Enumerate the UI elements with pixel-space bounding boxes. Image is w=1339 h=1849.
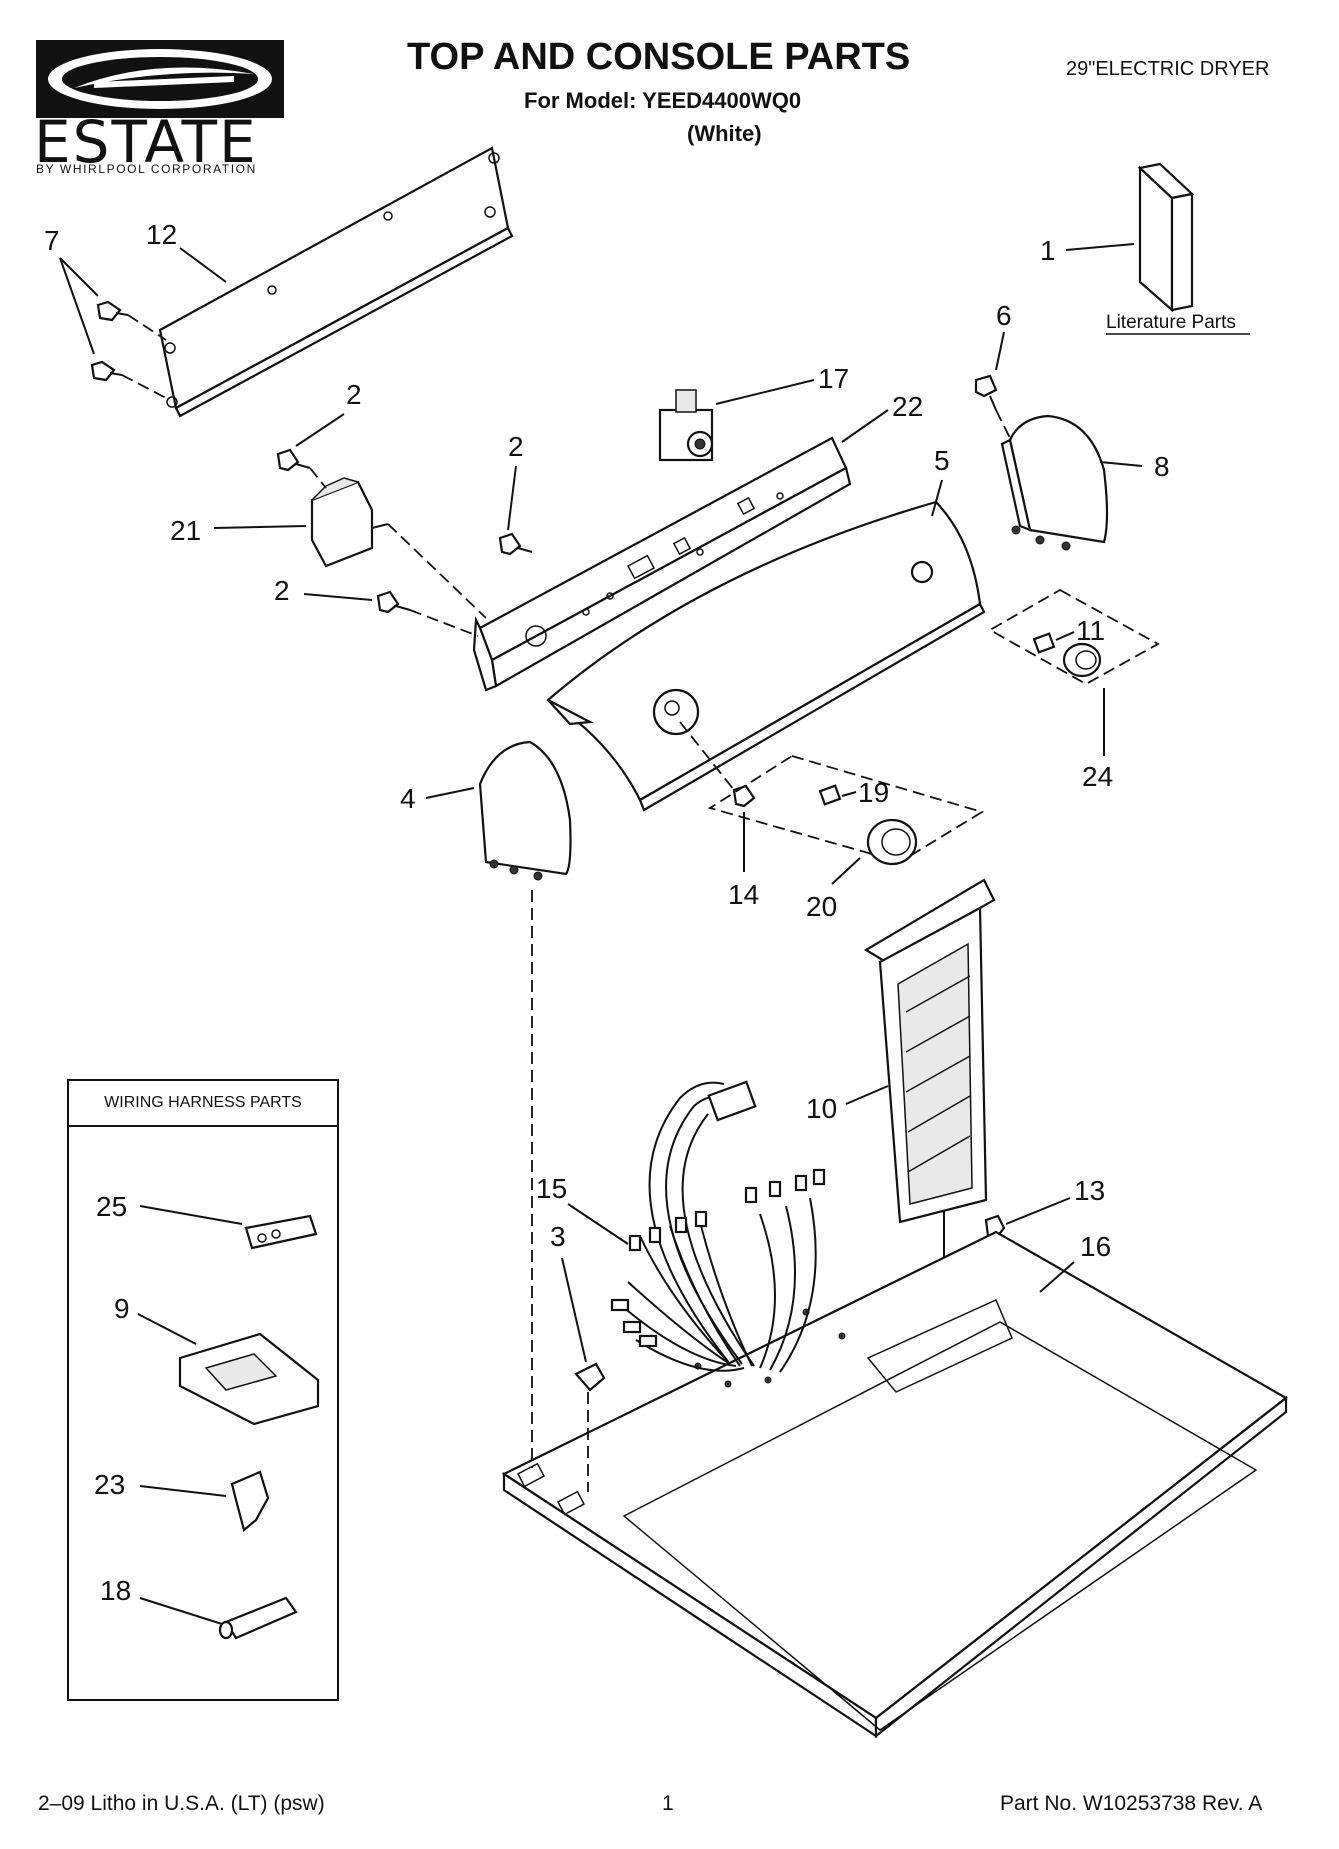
brand-byline: BY WHIRLPOOL CORPORATION [36, 162, 257, 176]
screw-2-c [376, 590, 411, 614]
knob-insert-11 [1032, 632, 1056, 654]
callout-3: 3 [550, 1221, 587, 1363]
brand-logo: ESTATE BY WHIRLPOOL CORPORATION [34, 38, 286, 178]
screw-7-lower [90, 360, 123, 382]
svg-text:2: 2 [274, 575, 290, 606]
callout-22: 22 [841, 391, 923, 443]
clip-23 [230, 1470, 270, 1532]
harness-clip-3 [574, 1362, 606, 1392]
harness-parts-box [67, 1079, 339, 1701]
callout-2-c: 2 [274, 575, 373, 606]
harness-box-title: WIRING HARNESS PARTS [104, 1094, 302, 1111]
svg-text:6: 6 [996, 300, 1012, 331]
console-housing [546, 500, 986, 812]
screw-14 [732, 784, 756, 808]
connector-25 [244, 1214, 318, 1250]
callout-2-a: 2 [295, 379, 362, 447]
callout-6: 6 [995, 300, 1012, 371]
callout-4: 4 [400, 783, 475, 814]
rear-console-panel [158, 146, 514, 418]
part-number: Part No. W10253738 Rev. A [1000, 1792, 1263, 1815]
svg-text:5: 5 [934, 445, 950, 476]
svg-text:4: 4 [400, 783, 416, 814]
screw-2-a [276, 448, 311, 472]
callout-9: 9 [114, 1293, 197, 1345]
callout-13: 13 [1005, 1175, 1105, 1225]
knob-insert-19 [818, 784, 842, 806]
callout-18: 18 [100, 1575, 223, 1625]
color-line: (White) [687, 121, 762, 146]
callout-23: 23 [94, 1469, 227, 1500]
svg-text:13: 13 [1074, 1175, 1105, 1206]
svg-text:18: 18 [100, 1575, 131, 1606]
svg-text:19: 19 [858, 777, 889, 808]
callout-5: 5 [931, 445, 950, 517]
literature-book [1137, 162, 1195, 313]
left-end-cap [478, 740, 572, 881]
page-title: TOP AND CONSOLE PARTS [407, 36, 911, 78]
lint-screen [863, 878, 996, 1224]
callout-12: 12 [146, 219, 227, 283]
product-type: 29"ELECTRIC DRYER [1066, 58, 1270, 80]
callout-20: 20 [806, 857, 861, 922]
knob-group-left [707, 755, 985, 863]
right-end-cap [1000, 414, 1109, 551]
timer-motor [310, 477, 389, 568]
svg-text:3: 3 [550, 1221, 566, 1252]
screw-6 [974, 374, 998, 411]
svg-text:25: 25 [96, 1191, 127, 1222]
screw-2-b [498, 532, 533, 556]
callout-1: 1 [1040, 235, 1135, 266]
brand-wordmark: ESTATE [34, 108, 258, 176]
callout-8: 8 [1099, 451, 1170, 482]
svg-text:7: 7 [44, 225, 60, 256]
swoosh-emblem [36, 40, 284, 118]
literature-label: Literature Parts [1106, 312, 1236, 333]
svg-text:11: 11 [1076, 615, 1105, 646]
screw-7-upper [96, 300, 129, 322]
wiring-harness [610, 1080, 826, 1373]
callout-16: 16 [1039, 1231, 1111, 1293]
callout-7: 7 [44, 225, 99, 355]
terminal-block-9 [178, 1332, 320, 1426]
callout-25: 25 [96, 1191, 243, 1225]
svg-text:12: 12 [146, 219, 177, 250]
page-number: 1 [662, 1792, 674, 1815]
svg-text:23: 23 [94, 1469, 125, 1500]
callout-11: 11 [1055, 615, 1105, 646]
callout-10: 10 [806, 1085, 889, 1124]
svg-text:15: 15 [536, 1173, 567, 1204]
callout-2-b: 2 [507, 431, 524, 531]
callout-19: 19 [841, 777, 889, 808]
svg-text:1: 1 [1040, 235, 1056, 266]
svg-text:24: 24 [1082, 761, 1113, 792]
callout-21: 21 [170, 515, 307, 546]
svg-text:8: 8 [1154, 451, 1170, 482]
callout-14: 14 [728, 812, 759, 910]
terminal-18 [218, 1596, 298, 1640]
model-line: For Model: YEED4400WQ0 [524, 88, 802, 113]
svg-text:14: 14 [728, 879, 759, 910]
dryer-top [501, 1230, 1288, 1739]
svg-text:16: 16 [1080, 1231, 1111, 1262]
svg-text:9: 9 [114, 1293, 130, 1324]
knob-group-right [988, 588, 1160, 686]
control-panel [472, 436, 852, 692]
print-info: 2–09 Litho in U.S.A. (LT) (psw) [38, 1792, 325, 1815]
svg-text:10: 10 [806, 1093, 837, 1124]
svg-text:2: 2 [508, 431, 524, 462]
svg-text:22: 22 [892, 391, 923, 422]
svg-text:21: 21 [170, 515, 201, 546]
svg-text:20: 20 [806, 891, 837, 922]
callout-24: 24 [1082, 688, 1113, 792]
svg-text:17: 17 [818, 363, 849, 394]
callout-15: 15 [536, 1173, 629, 1245]
svg-text:2: 2 [346, 379, 362, 410]
knob-24 [1062, 642, 1102, 678]
rotary-switch [658, 389, 714, 462]
callout-17: 17 [715, 363, 849, 405]
knob-20 [866, 818, 918, 866]
